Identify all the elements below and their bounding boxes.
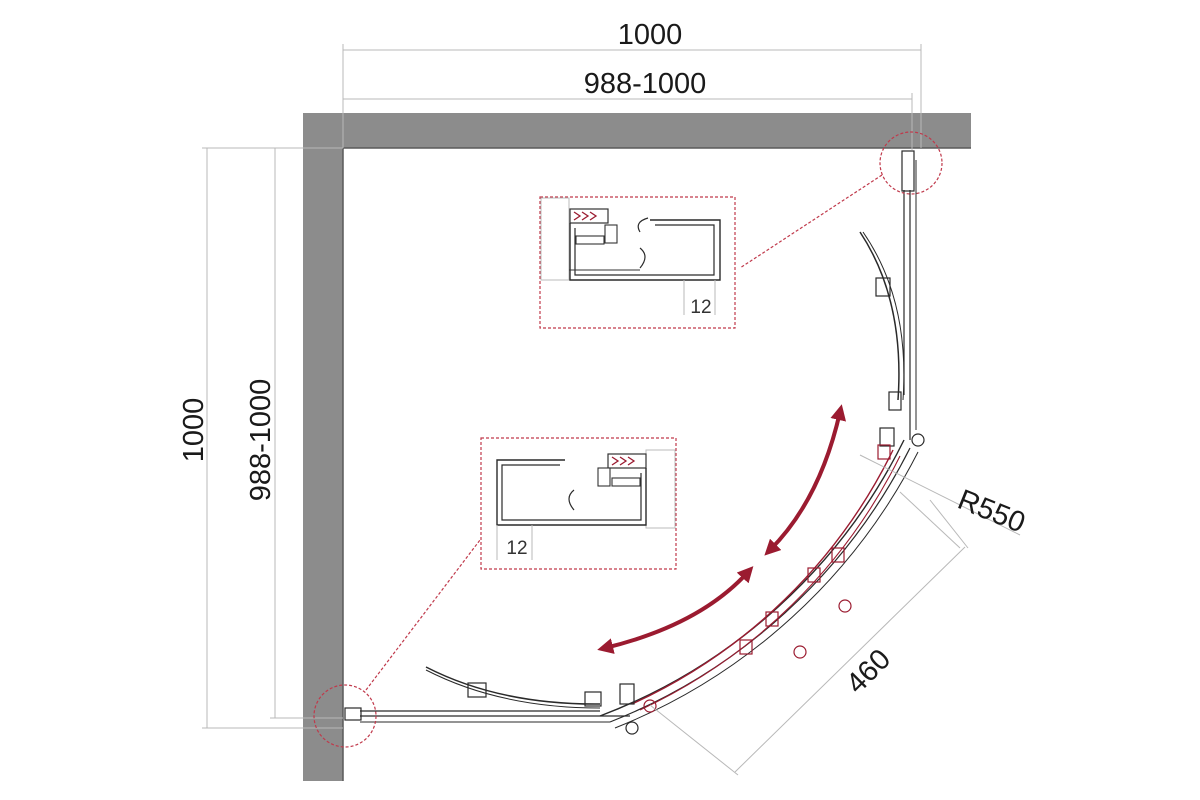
adjust-width-label: 988-1000	[584, 68, 707, 100]
door-width-label: 460	[840, 643, 897, 700]
adjust-depth-label: 988-1000	[245, 379, 277, 502]
detail-top-gap-label: 12	[690, 297, 711, 318]
sliding-arrows	[597, 404, 847, 654]
radius-label: R550	[953, 484, 1029, 540]
depth-dimensions: 1000 988-1000	[178, 147, 343, 729]
arrow-lower	[597, 566, 754, 654]
overall-depth-label: 1000	[178, 398, 210, 463]
door-width-dimension: 460	[649, 499, 969, 776]
radius-dimension: R550	[859, 454, 1030, 549]
side-wall	[303, 113, 343, 781]
back-wall	[303, 113, 971, 148]
callout-circle-bottom	[313, 684, 377, 748]
callout-circle-top	[879, 131, 943, 195]
arrow-upper	[764, 404, 847, 556]
detail-box-top: 12	[539, 196, 736, 329]
width-dimensions: 1000 988-1000	[342, 19, 922, 150]
detail-bottom-gap-label: 12	[506, 538, 527, 559]
walls	[303, 113, 971, 781]
enclosure-frame	[344, 150, 925, 735]
callouts	[313, 131, 943, 748]
overall-width-label: 1000	[618, 19, 683, 51]
detail-box-bottom: 12	[480, 437, 677, 570]
